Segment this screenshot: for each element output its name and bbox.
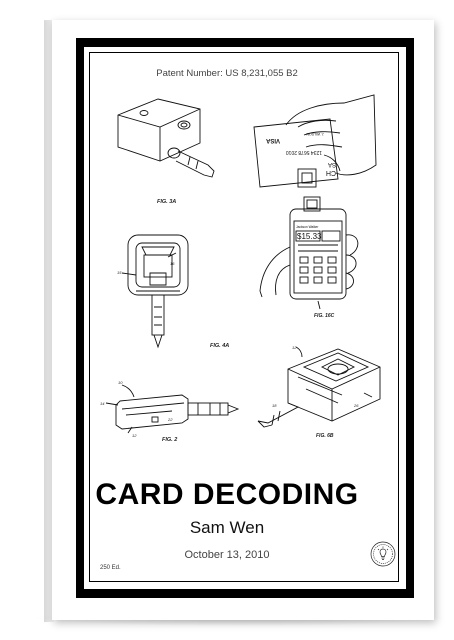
inventor-name: Sam Wen: [189, 518, 265, 537]
phone-name: Jackson Walker: [296, 225, 319, 229]
card-chase-text: CH: [326, 169, 336, 176]
card-name-text: J. WILSON: [306, 132, 324, 136]
fig-2-label: FIG. 2: [162, 437, 177, 443]
ref-10: 10: [118, 380, 123, 385]
patent-drawings: FIG. 3A VISA J. WILSON 1234 5678 2010 CH…: [92, 85, 396, 445]
phone-amount: $15.33: [297, 232, 322, 241]
poster-title: CARD DECODING: [95, 478, 359, 511]
drawings-svg: FIG. 3A VISA J. WILSON 1234 5678 2010 CH…: [100, 94, 381, 443]
fig-4a-label: FIG. 4A: [210, 343, 229, 349]
fig-16c-phone-drawing: $15.33 Jackson Walker: [259, 196, 359, 310]
edition-count: 250 Ed.: [100, 565, 121, 571]
fig-3a-reader-drawing: [117, 98, 215, 178]
fig-4a-reader-drawing: [121, 234, 189, 349]
fig-3a-label: FIG. 3A: [157, 199, 176, 205]
patent-date: October 13, 2010: [184, 549, 270, 561]
card-sa-text: SA: [328, 161, 336, 167]
ref-12-right: 12: [292, 345, 297, 350]
ref-14: 14: [100, 401, 105, 406]
card-swipe-drawing: VISA J. WILSON 1234 5678 2010 CH SA: [253, 94, 377, 188]
ref-26: 26: [353, 403, 359, 408]
fig-16c-label: FIG. 16C: [314, 313, 335, 319]
fig-6b-reader-drawing: [257, 346, 381, 428]
fig-6b-label: FIG. 6B: [316, 433, 334, 439]
card-visa-text: VISA: [265, 137, 280, 143]
poster-paper: [84, 47, 406, 589]
fig-2-side-drawing: [105, 384, 240, 434]
ref-18: 18: [272, 403, 277, 408]
lightbulb-seal-icon: [370, 541, 396, 567]
poster-border-line: [89, 52, 399, 582]
card-number-text: 1234 5678 2010: [286, 149, 322, 155]
patent-number: Patent Number: US 8,231,055 B2: [156, 68, 298, 79]
ref-15: 15: [117, 270, 122, 275]
ref-16: 16: [170, 261, 175, 266]
ref-12-left: 12: [132, 433, 137, 438]
ref-22: 22: [167, 417, 173, 422]
